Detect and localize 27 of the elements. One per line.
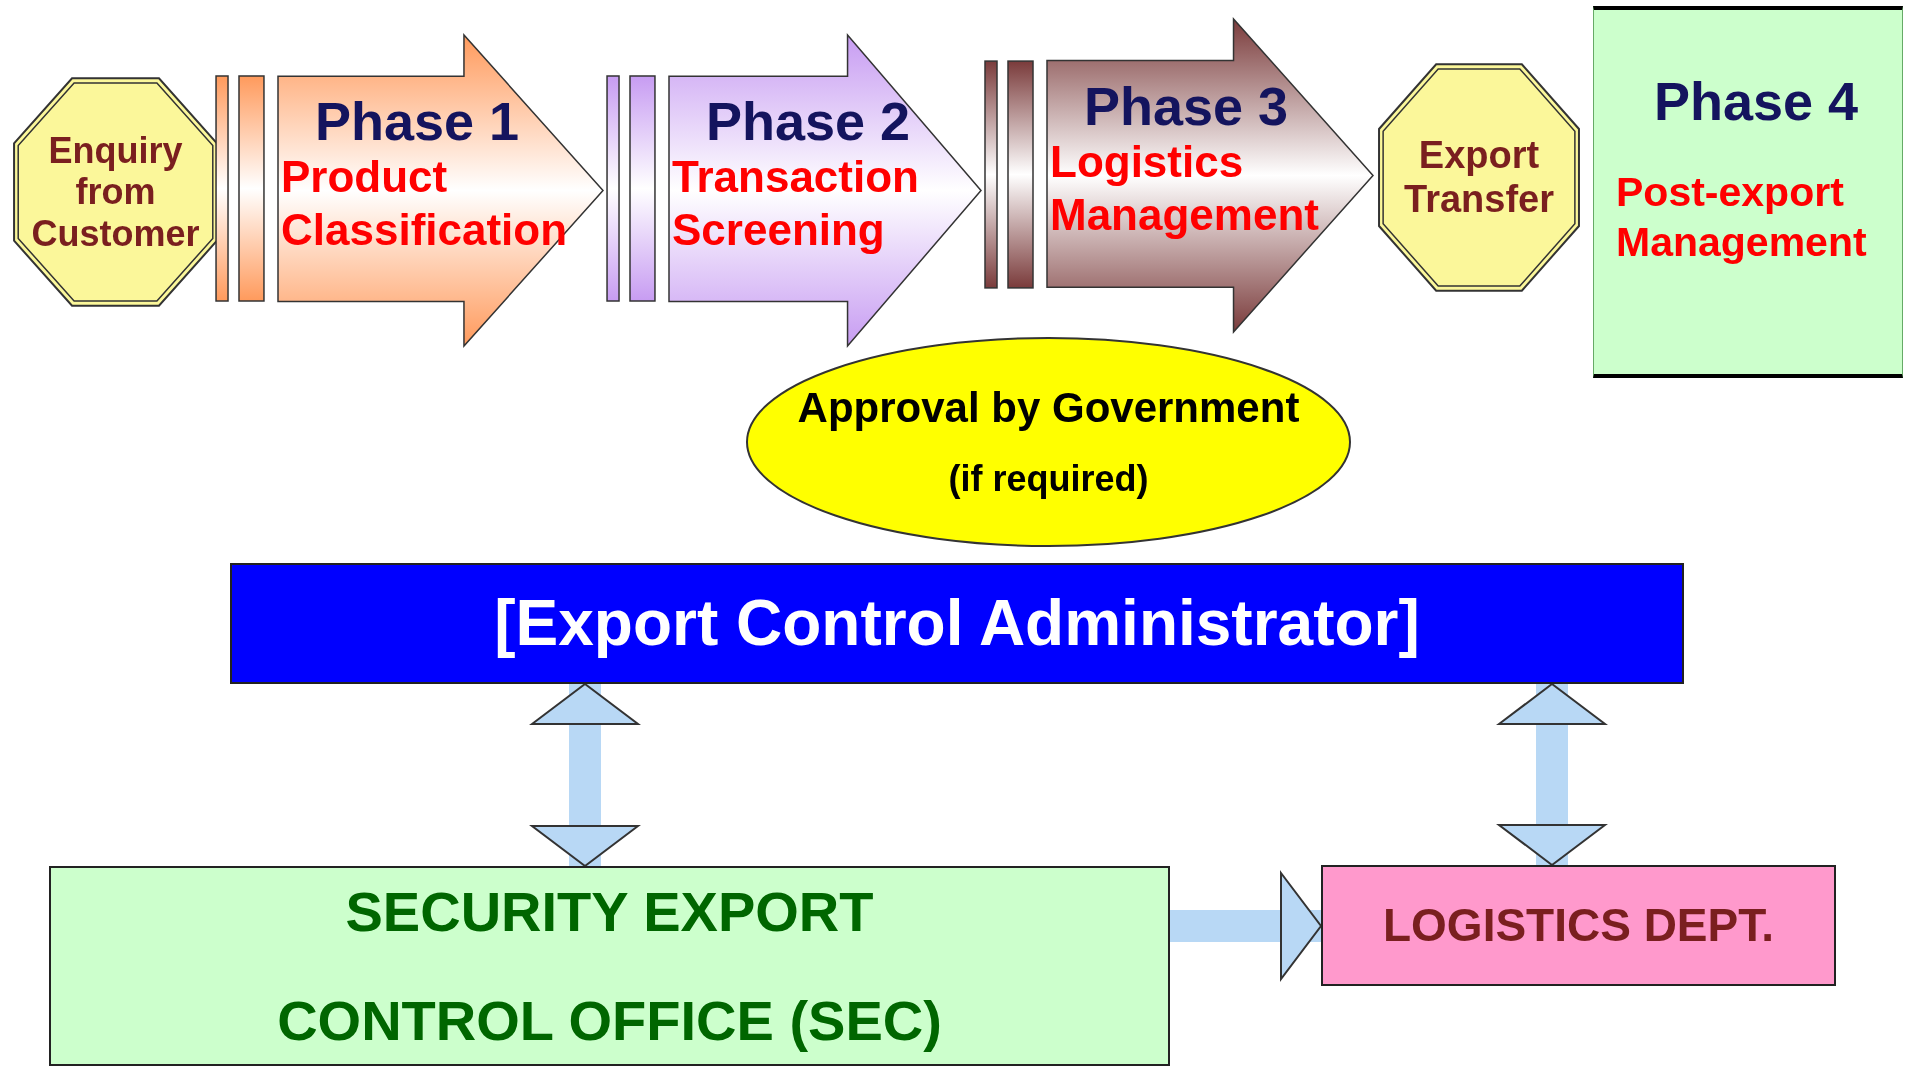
phase-title: Phase 3 [1083,78,1290,135]
phase-subtitle: Post-export Management [1616,168,1868,268]
administrator-banner [230,563,1684,684]
phase-subtitle: Product Classification [281,150,568,257]
octagon-shape [1377,62,1581,293]
phase-subtitle: Logistics Management [1050,135,1319,242]
node-text: SECURITY EXPORT CONTROL OFFICE (SEC) [276,878,943,1054]
phase-title: Phase 2 [705,93,912,150]
office-box [49,866,1170,1066]
block-arrow [531,683,639,867]
node-text: Enquiry from Customer [31,129,200,255]
block-arrow [1170,872,1322,980]
node-text: Approval by Government [797,384,1300,432]
phase-box [1593,6,1903,378]
block-arrow [1498,683,1606,866]
node-text: (if required) [948,458,1149,500]
phase-title: Phase 4 [1652,72,1860,132]
phase-block [277,34,605,347]
phase-block [1046,18,1375,333]
node-text: [Export Control Administrator] [494,586,1420,662]
node-text: LOGISTICS DEPT. [1382,897,1774,953]
phase-block [668,34,983,347]
node-text: Export Transfer [1404,133,1554,222]
approval-ellipse [745,336,1352,548]
phase-subtitle: Transaction Screening [672,150,919,257]
department-box [1321,865,1836,986]
phase-title: Phase 1 [314,93,521,150]
